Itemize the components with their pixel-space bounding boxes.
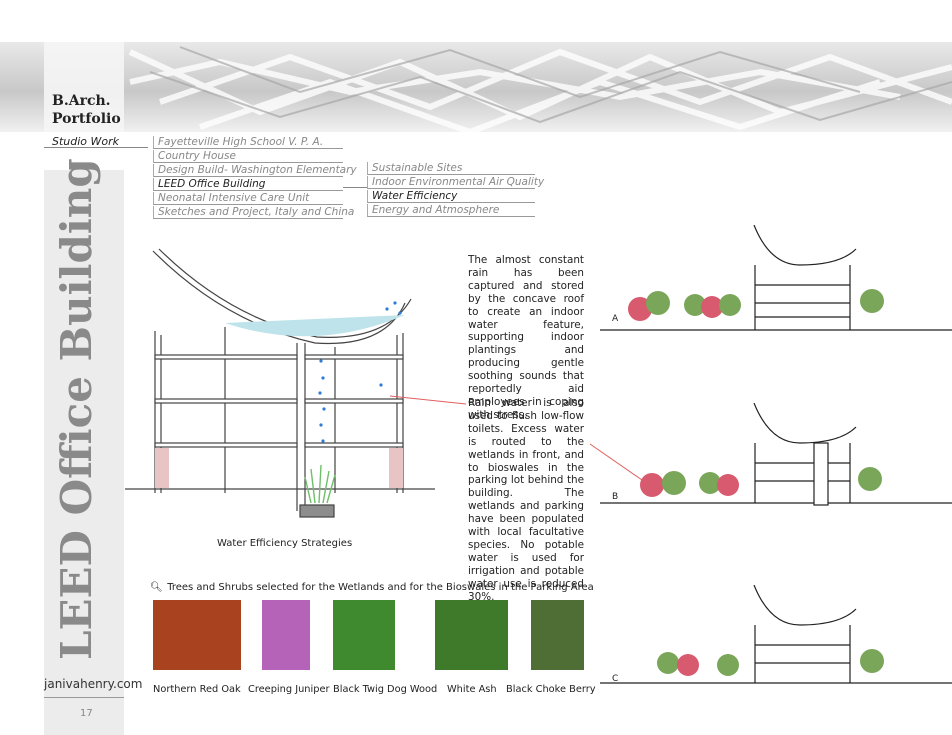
header-banner (0, 42, 952, 132)
plant-image-0 (153, 600, 241, 670)
nav-item-project[interactable]: Design Build- Washington Elementary (153, 164, 357, 177)
page-number: 17 (80, 708, 93, 719)
section-label-c: C (612, 674, 618, 684)
building-section-drawing (125, 248, 435, 518)
plant-image (262, 600, 310, 670)
section-label-a: A (612, 314, 619, 324)
portfolio-title: B.Arch. Portfolio (52, 92, 132, 128)
magnifier-icon: 🔍︎ (150, 582, 163, 593)
plant-label: Northern Red Oak (153, 684, 241, 695)
paragraph-rainwater-feature: The almost constant rain has been captur… (468, 254, 584, 421)
plant-image-3 (435, 600, 508, 670)
plant-label: Black Twig Dog Wood (333, 684, 438, 695)
callout-lines (390, 395, 643, 481)
plant-image-1 (262, 600, 310, 670)
title-line-1: B.Arch. (52, 93, 111, 109)
site-section-a: A (600, 225, 952, 331)
nav-item-subtopic[interactable]: Indoor Environmental Air Quality (367, 176, 544, 189)
nav-item-subtopic-active[interactable]: Water Efficiency (367, 190, 535, 203)
nav-item-project[interactable]: Sketches and Project, Italy and China (153, 206, 354, 219)
plant-image-2 (333, 600, 395, 670)
nav-projects: Fayetteville High School V. P. A. Countr… (153, 136, 357, 220)
paragraph-rainwater-toilets: Rain water is also used to flush low-flo… (468, 397, 584, 603)
divider (44, 697, 124, 698)
website-link[interactable]: janivahenry.com (44, 677, 143, 691)
plants-heading: 🔍︎ Trees and Shrubs selected for the Wet… (150, 582, 594, 593)
site-section-c: C (600, 585, 952, 684)
site-section-b: B (600, 403, 952, 506)
nav-item-project[interactable]: Neonatal Intensive Care Unit (153, 192, 343, 205)
sidebar (44, 170, 124, 735)
vertical-title: LEED Office Building (52, 158, 101, 660)
nav-item-project[interactable]: Fayetteville High School V. P. A. (153, 136, 343, 149)
plant-image (153, 600, 241, 670)
section-label-b: B (612, 492, 618, 502)
plant-label: Creeping Juniper (248, 684, 330, 695)
divider (44, 147, 148, 148)
nav-item-subtopic[interactable]: Energy and Atmosphere (367, 204, 535, 217)
nav-connector (343, 187, 367, 188)
section-caption: Water Efficiency Strategies (217, 538, 353, 549)
plant-label: Black Choke Berry (506, 684, 596, 695)
title-box (44, 42, 124, 132)
plant-image-4 (531, 600, 584, 670)
plant-image (333, 600, 395, 670)
plants-heading-text: Trees and Shrubs selected for the Wetlan… (167, 582, 594, 593)
nav-subtopics: Sustainable Sites Indoor Environmental A… (367, 162, 544, 218)
nav-studio-work[interactable]: Studio Work (52, 135, 120, 148)
nav-item-subtopic[interactable]: Sustainable Sites (367, 162, 535, 175)
plant-label: White Ash (447, 684, 497, 695)
title-line-2: Portfolio (52, 111, 121, 127)
nav-item-project-active[interactable]: LEED Office Building (153, 178, 343, 191)
plant-image (531, 600, 584, 670)
plant-image (435, 600, 508, 670)
roof-structure-image (128, 46, 952, 132)
nav-item-project[interactable]: Country House (153, 150, 343, 163)
